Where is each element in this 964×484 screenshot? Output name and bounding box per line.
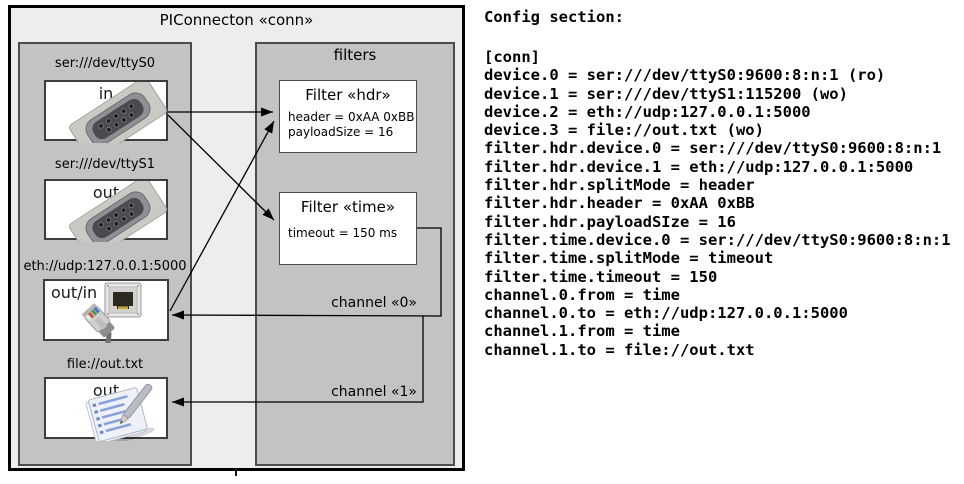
config-line: device.3 = file://out.txt (wo) <box>484 121 764 140</box>
device-box-ttyS1: out <box>44 179 168 242</box>
config-line: channel.0.to = eth://udp:127.0.0.1:5000 <box>484 304 848 323</box>
config-line: filter.hdr.header = 0xAA 0xBB <box>484 194 755 213</box>
channel-1-label: channel «1» <box>331 384 417 400</box>
filters-panel-title: filters <box>333 46 377 64</box>
config-line: filter.hdr.device.1 = eth://udp:127.0.0.… <box>484 157 914 176</box>
config-line: filter.time.splitMode = timeout <box>484 249 774 268</box>
config-line: device.0 = ser:///dev/ttyS0:9600:8:n:1 (… <box>484 66 886 85</box>
config-line: device.2 = eth://udp:127.0.0.1:5000 <box>484 102 811 121</box>
filter-hdr-attr-payloadsize: payloadSize = 16 <box>288 125 394 139</box>
device-box-ttyS0: in <box>44 80 168 143</box>
config-line: [conn] <box>484 48 540 66</box>
device-box-file-out: out <box>44 377 168 441</box>
device-label-ttyS0: ser:///dev/ttyS0 <box>54 56 156 71</box>
filter-hdr-title: Filter «hdr» <box>305 86 391 104</box>
db9-serial-connector-icon <box>69 181 167 242</box>
config-heading: Config section: <box>484 8 624 26</box>
config-line: filter.hdr.splitMode = header <box>484 176 755 195</box>
rj45-plug-icon <box>82 282 142 343</box>
config-section: Config section: [conn] device.0 = ser://… <box>484 8 962 359</box>
filter-time-attr-timeout: timeout = 150 ms <box>288 226 398 240</box>
filter-hdr-box: Filter «hdr» header = 0xAA 0xBB payloadS… <box>279 80 417 153</box>
config-line: filter.time.device.0 = ser:///dev/ttyS0:… <box>484 230 951 249</box>
channel-0-label: channel «0» <box>331 295 417 311</box>
device-label-file-out: file://out.txt <box>66 357 144 372</box>
ethernet-port-icon <box>104 282 142 318</box>
filter-hdr-attr-header: header = 0xAA 0xBB <box>288 110 415 124</box>
filter-time-title: Filter «time» <box>300 198 396 216</box>
config-line: channel.1.from = time <box>484 322 680 341</box>
db9-serial-connector-icon <box>69 82 167 143</box>
device-label-eth-udp: eth://udp:127.0.0.1:5000 <box>23 259 187 274</box>
config-line: filter.time.timeout = 150 <box>484 267 718 286</box>
config-line: device.1 = ser:///dev/ttyS1:115200 (wo) <box>484 84 848 103</box>
config-lines: [conn] device.0 = ser:///dev/ttyS0:9600:… <box>484 48 962 359</box>
device-box-eth-udp: out/in <box>43 279 169 343</box>
port-direction-label: in <box>98 84 114 103</box>
config-line: channel.1.to = file://out.txt <box>484 340 755 359</box>
config-line: filter.hdr.device.0 = ser:///dev/ttyS0:9… <box>484 139 942 158</box>
diagram-title: PIConnecton «conn» <box>159 11 314 29</box>
port-direction-label: out/in <box>51 283 98 302</box>
notepad-pen-icon <box>85 383 155 441</box>
config-line: filter.hdr.payloadSIze = 16 <box>484 212 736 231</box>
tick-mark <box>235 468 237 476</box>
device-label-ttyS1: ser:///dev/ttyS1 <box>54 157 156 172</box>
config-line: channel.0.from = time <box>484 285 680 304</box>
filter-time-box: Filter «time» timeout = 150 ms <box>279 192 417 265</box>
